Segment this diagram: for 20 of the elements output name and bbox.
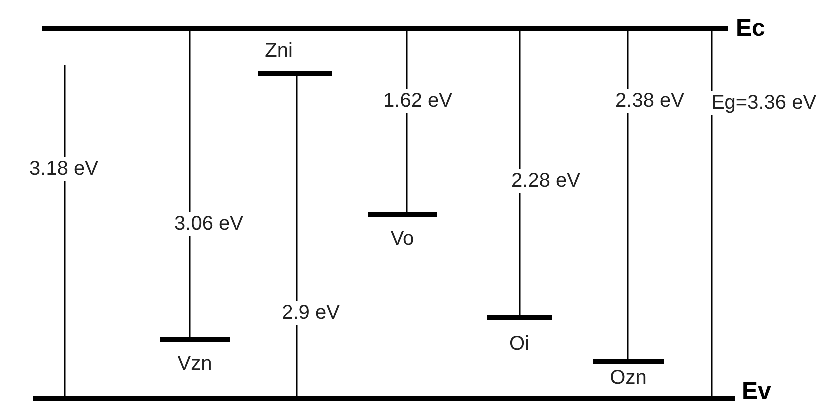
transition-line	[519, 31, 521, 315]
transition-line	[627, 31, 629, 359]
edge-label: Eg=3.36 eV	[710, 91, 818, 115]
transition-line	[296, 76, 298, 396]
transition-line	[189, 31, 191, 337]
band-label: Ec	[736, 16, 766, 40]
edge-label: 2.38 eV	[614, 89, 686, 113]
edge-label: 1.62 eV	[382, 89, 454, 113]
level-label: Ozn	[610, 368, 647, 388]
transition-line	[711, 31, 713, 396]
edge-label: 3.06 eV	[174, 212, 244, 236]
edge-label: 2.28 eV	[510, 169, 582, 193]
level-label: Vo	[390, 228, 414, 248]
level-label: Zni	[265, 40, 293, 60]
edge-label: 3.18 eV	[28, 157, 100, 181]
band-label: Ev	[742, 380, 772, 403]
transition-line	[64, 65, 66, 396]
level-label: Vzn	[178, 354, 212, 374]
edge-label: 2.9 eV	[281, 301, 341, 325]
level-label: Oi	[510, 334, 530, 354]
